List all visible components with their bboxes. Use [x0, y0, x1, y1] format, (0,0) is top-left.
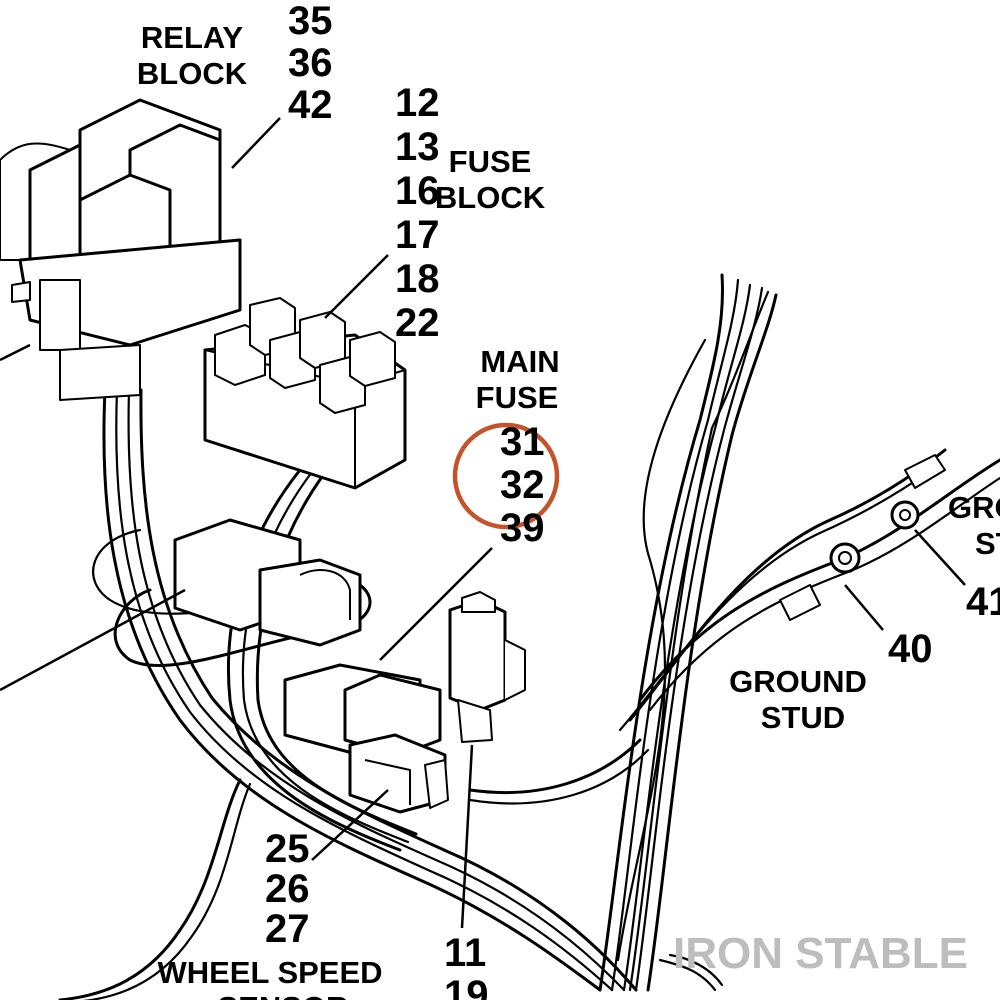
- main-fuse-ref: 31: [500, 420, 545, 464]
- sensor-wire-2: [82, 782, 252, 1000]
- main-trunk-bundle: [598, 273, 778, 992]
- relay-block-label-line1: RELAY: [141, 20, 244, 55]
- sensor-plug: [448, 591, 526, 743]
- fuse-ref: 12: [395, 81, 440, 125]
- wheel-speed-label-line2: SENSOR: [218, 990, 349, 1000]
- relay-block: [0, 98, 242, 401]
- wheel-speed-ref: 26: [265, 867, 310, 911]
- bottom-ref: 11: [444, 931, 486, 975]
- relay-ref: 35: [288, 0, 333, 43]
- wheel-speed-ref: 27: [265, 907, 310, 951]
- ground-stud-right-label-line2: ST: [975, 526, 1000, 561]
- leader-lines: [0, 117, 966, 929]
- wheel-speed-ref: 25: [265, 827, 310, 871]
- wheel-speed-connector: [348, 733, 449, 814]
- left-bundle: [102, 388, 638, 992]
- wheel-speed-label-line1: WHEEL SPEED: [157, 955, 382, 990]
- sensor-wire: [58, 778, 242, 1000]
- fuse-block: [203, 297, 407, 490]
- highlight-circle: [452, 422, 560, 530]
- ground-stud-label-line1: GROUND: [729, 664, 867, 699]
- watermark: IRON STABLE: [673, 929, 968, 978]
- ref-40: 40: [888, 627, 933, 671]
- ground-stud-label-line2: STUD: [761, 700, 845, 735]
- fuse-block-label-line1: FUSE: [449, 144, 532, 179]
- ground-stud-right-label-line1: GRO: [948, 490, 1000, 525]
- left-loop-wire: [113, 583, 372, 668]
- fuse-bundle: [226, 468, 418, 852]
- fuse-ref: 22: [395, 301, 440, 345]
- main-fuse-label-line2: FUSE: [476, 380, 559, 415]
- fuse-block-label-line2: BLOCK: [435, 180, 546, 215]
- ground-stud-terminal: [779, 542, 861, 621]
- main-fuse-ref-highlighted: 32: [500, 463, 545, 507]
- relay-block-label-line2: BLOCK: [137, 56, 248, 91]
- harness-wires: [58, 273, 1000, 1000]
- relay-ref: 36: [288, 41, 333, 85]
- ground-wires: [468, 448, 1000, 805]
- ground-stud-right-terminal: [890, 454, 946, 530]
- fuse-ref: 16: [395, 169, 440, 213]
- main-fuse-ref: 39: [500, 506, 545, 550]
- bottom-right-wires-2: [668, 953, 724, 987]
- ref-41: 41: [966, 580, 1000, 624]
- fuse-ref: 18: [395, 257, 440, 301]
- bottom-ref: 19: [444, 973, 489, 1000]
- fuse-ref: 17: [395, 213, 440, 257]
- left-connector: [173, 518, 362, 647]
- relay-ref: 42: [288, 83, 333, 127]
- main-fuse-connector: [283, 663, 442, 757]
- bottom-right-wires: [658, 958, 717, 992]
- main-fuse-label-line1: MAIN: [480, 344, 559, 379]
- labels: RELAY BLOCK 35 36 42 12 13 16 17 18 22 F…: [137, 0, 1000, 1000]
- fuse-ref: 13: [395, 125, 440, 169]
